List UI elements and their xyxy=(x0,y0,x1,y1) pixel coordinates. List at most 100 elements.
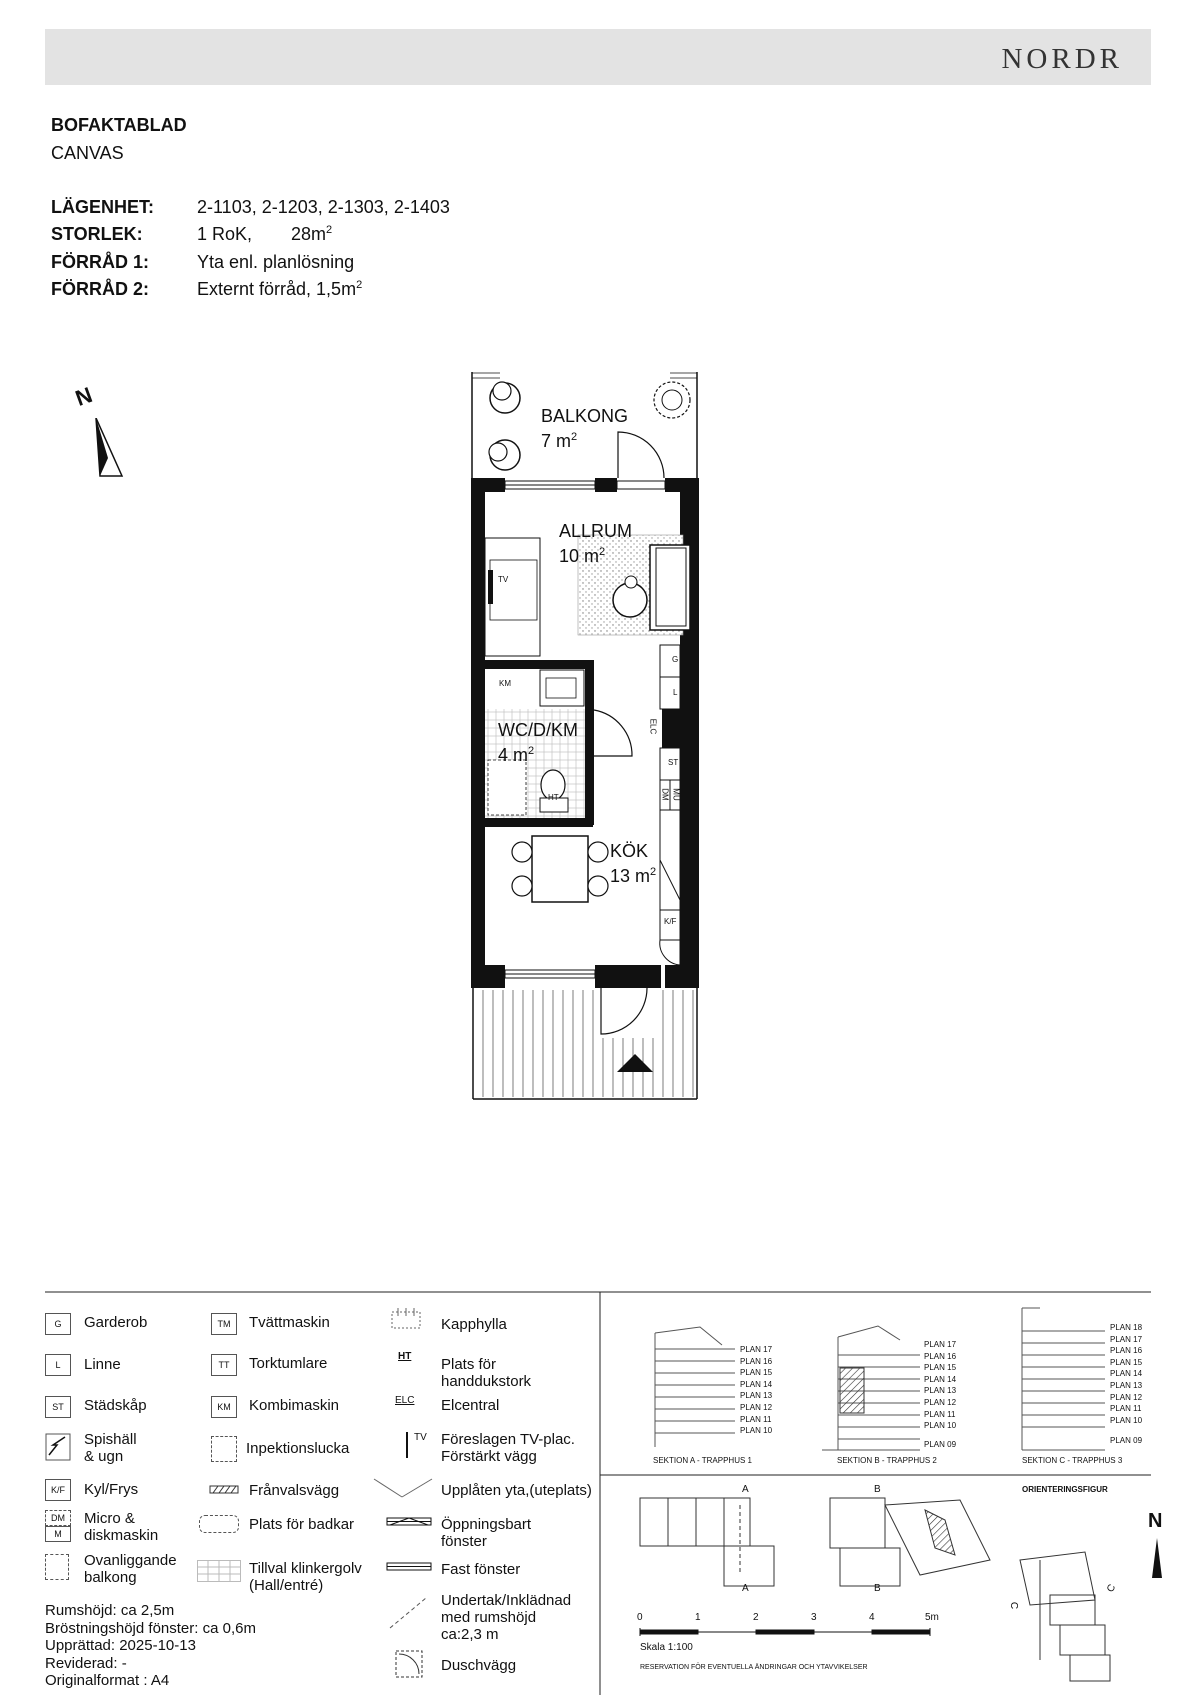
wc-room xyxy=(485,669,633,818)
terrace-area xyxy=(472,987,698,1100)
legend-m-code: M xyxy=(45,1526,71,1542)
section-c-caption: SEKTION C - TRAPPHUS 3 xyxy=(1022,1456,1123,1465)
room-balcony: BALKONG 7 m2 xyxy=(541,406,628,452)
windows xyxy=(504,480,666,979)
section-a-level: PLAN 14 xyxy=(740,1379,773,1389)
section-c-level: PLAN 13 xyxy=(1110,1380,1143,1390)
size-rooms: 1 RoK, xyxy=(197,224,253,244)
orientation-marker-a-bottom: A xyxy=(742,1583,749,1594)
info-storage-2: FÖRRÅD 2: Externt förråd, 1,5m2 xyxy=(51,279,551,301)
wc-sup: 2 xyxy=(528,745,535,757)
tv-wall-icon xyxy=(406,1432,408,1458)
legend-oppningsbart: Öppningsbart fönster xyxy=(441,1516,531,1550)
note-room-height: Rumshöjd: ca 2,5m xyxy=(45,1602,175,1619)
legend-frame xyxy=(45,1291,1151,1695)
note-revised: Reviderad: - xyxy=(45,1654,127,1672)
legend-elcentral: Elcentral xyxy=(441,1397,500,1414)
openable-window-icon xyxy=(386,1517,432,1526)
legend-micro-2: diskmaskin xyxy=(84,1527,159,1544)
section-c-level: PLAN 10 xyxy=(1110,1415,1143,1425)
orientation-title: ORIENTERINGSFIGUR xyxy=(1022,1485,1108,1494)
kitchen-sup: 2 xyxy=(650,866,657,878)
legend-oppn-2: fönster xyxy=(441,1533,487,1550)
legend-under-3: ca:2,3 m xyxy=(441,1626,499,1643)
living-sup: 2 xyxy=(599,546,606,558)
section-b-level: PLAN 12 xyxy=(924,1397,957,1407)
kitchen-area-wrap: 13 m2 xyxy=(610,862,656,887)
legend-spis-2: & ugn xyxy=(84,1448,124,1465)
brand-logo: NORDR xyxy=(1001,43,1123,75)
legend-franvalsvagg: Frånvalsvägg xyxy=(249,1482,340,1499)
scale-tick: 0 xyxy=(637,1612,643,1623)
wc-area-wrap: 4 m2 xyxy=(498,741,578,766)
section-b-level: PLAN 11 xyxy=(924,1409,956,1419)
legend-st-code: ST xyxy=(45,1396,71,1418)
legend-klinker-1: Tillval klinkergolv xyxy=(249,1560,362,1577)
legend-kapphylla: Kapphylla xyxy=(441,1316,507,1333)
section-a-level: PLAN 11 xyxy=(740,1414,772,1424)
section-a-level: PLAN 17 xyxy=(740,1345,773,1354)
legend-tv-2: Förstärkt vägg xyxy=(441,1448,537,1465)
storage2-value-wrap: Externt förråd, 1,5m2 xyxy=(197,279,362,300)
section-c-level: PLAN 14 xyxy=(1110,1369,1143,1379)
balcony-area-wrap: 7 m2 xyxy=(541,427,628,452)
legend-tv: Föreslagen TV-plac. Förstärkt vägg xyxy=(441,1431,575,1465)
section-b-level: PLAN 13 xyxy=(924,1386,957,1396)
legend-tvattmaskin: Tvättmaskin xyxy=(249,1314,330,1331)
disclaimer: RESERVATION FÖR EVENTUELLA ÄNDRINGAR OCH… xyxy=(640,1664,868,1671)
section-c-level: PLAN 12 xyxy=(1110,1392,1143,1402)
storage2-value: Externt förråd, 1,5m xyxy=(197,279,357,299)
legend-fast-fonster: Fast fönster xyxy=(441,1561,521,1578)
legend-undertak: Undertak/Inklädnad med rumshöjd ca:2,3 m xyxy=(441,1592,571,1643)
fixed-window-icon xyxy=(386,1562,432,1571)
section-a-levels: PLAN 17 PLAN 16 PLAN 15 PLAN 14 PLAN 13 … xyxy=(740,1344,772,1437)
scale-tick: 4 xyxy=(869,1612,875,1623)
legend-duschvagg: Duschvägg xyxy=(441,1657,517,1674)
legend-elc-code: ELC xyxy=(395,1395,415,1406)
room-wc: WC/D/KM 4 m2 xyxy=(498,720,578,766)
living-area: 10 m xyxy=(559,546,600,566)
legend-micro: Micro & diskmaskin xyxy=(84,1510,158,1544)
size-label: STORLEK: xyxy=(51,224,143,244)
info-size: STORLEK: 1 RoK, 28m2 xyxy=(51,224,551,246)
section-a-level: PLAN 15 xyxy=(740,1368,773,1378)
orientation-north-arrow-icon xyxy=(1152,1538,1162,1578)
section-c-level: PLAN 18 xyxy=(1110,1323,1143,1332)
legend-inspektionslucka: Inpektionslucka xyxy=(246,1440,350,1457)
section-a-level: PLAN 10 xyxy=(740,1426,773,1436)
note-window-height: Bröstningshöjd fönster: ca 0,6m xyxy=(45,1619,256,1637)
apartment-label: LÄGENHET: xyxy=(51,197,154,217)
scale-label: Skala 1:100 xyxy=(640,1642,693,1653)
legend-dm-code: DM xyxy=(45,1510,71,1526)
wc-area: 4 m xyxy=(498,745,529,765)
section-b-bottom: PLAN 09 xyxy=(924,1440,957,1449)
legend-tv-1: Föreslagen TV-plac. xyxy=(441,1431,575,1448)
orientation-marker-b-bottom: B xyxy=(874,1583,881,1594)
living-area-wrap: 10 m2 xyxy=(559,542,632,567)
legend-ovan-1: Ovanliggande xyxy=(84,1552,177,1569)
living-name: ALLRUM xyxy=(559,521,633,541)
legend-badkar: Plats för badkar xyxy=(249,1516,355,1533)
legend-spishall: Spishäll & ugn xyxy=(84,1431,137,1465)
plan-code-km: KM xyxy=(499,679,511,688)
scale-tick: 1 xyxy=(695,1612,701,1623)
note-created: Upprättad: 2025-10-13 xyxy=(45,1637,196,1654)
legend-handdukstork: Plats för handdukstork xyxy=(441,1356,531,1390)
document-title: BOFAKTABLAD xyxy=(51,115,187,135)
section-b-level: PLAN 17 xyxy=(924,1340,957,1349)
section-c-bottom: PLAN 09 xyxy=(1110,1436,1143,1445)
legend-oppn-1: Öppningsbart xyxy=(441,1516,532,1533)
balcony-area: 7 m xyxy=(541,431,572,451)
coat-rack-icon xyxy=(391,1308,421,1329)
legend-stadskap: Städskåp xyxy=(84,1397,147,1414)
section-a-level: PLAN 13 xyxy=(740,1391,773,1401)
legend-ht-code: HT xyxy=(398,1351,412,1362)
scale-bar xyxy=(639,1628,931,1636)
living-furniture xyxy=(484,534,691,657)
legend-tv-code: TV xyxy=(414,1432,427,1443)
section-c-level: PLAN 17 xyxy=(1110,1334,1143,1344)
scale-tick: 5m xyxy=(925,1612,939,1623)
shower-wall-icon xyxy=(395,1650,423,1678)
section-a-level: PLAN 12 xyxy=(740,1402,773,1412)
